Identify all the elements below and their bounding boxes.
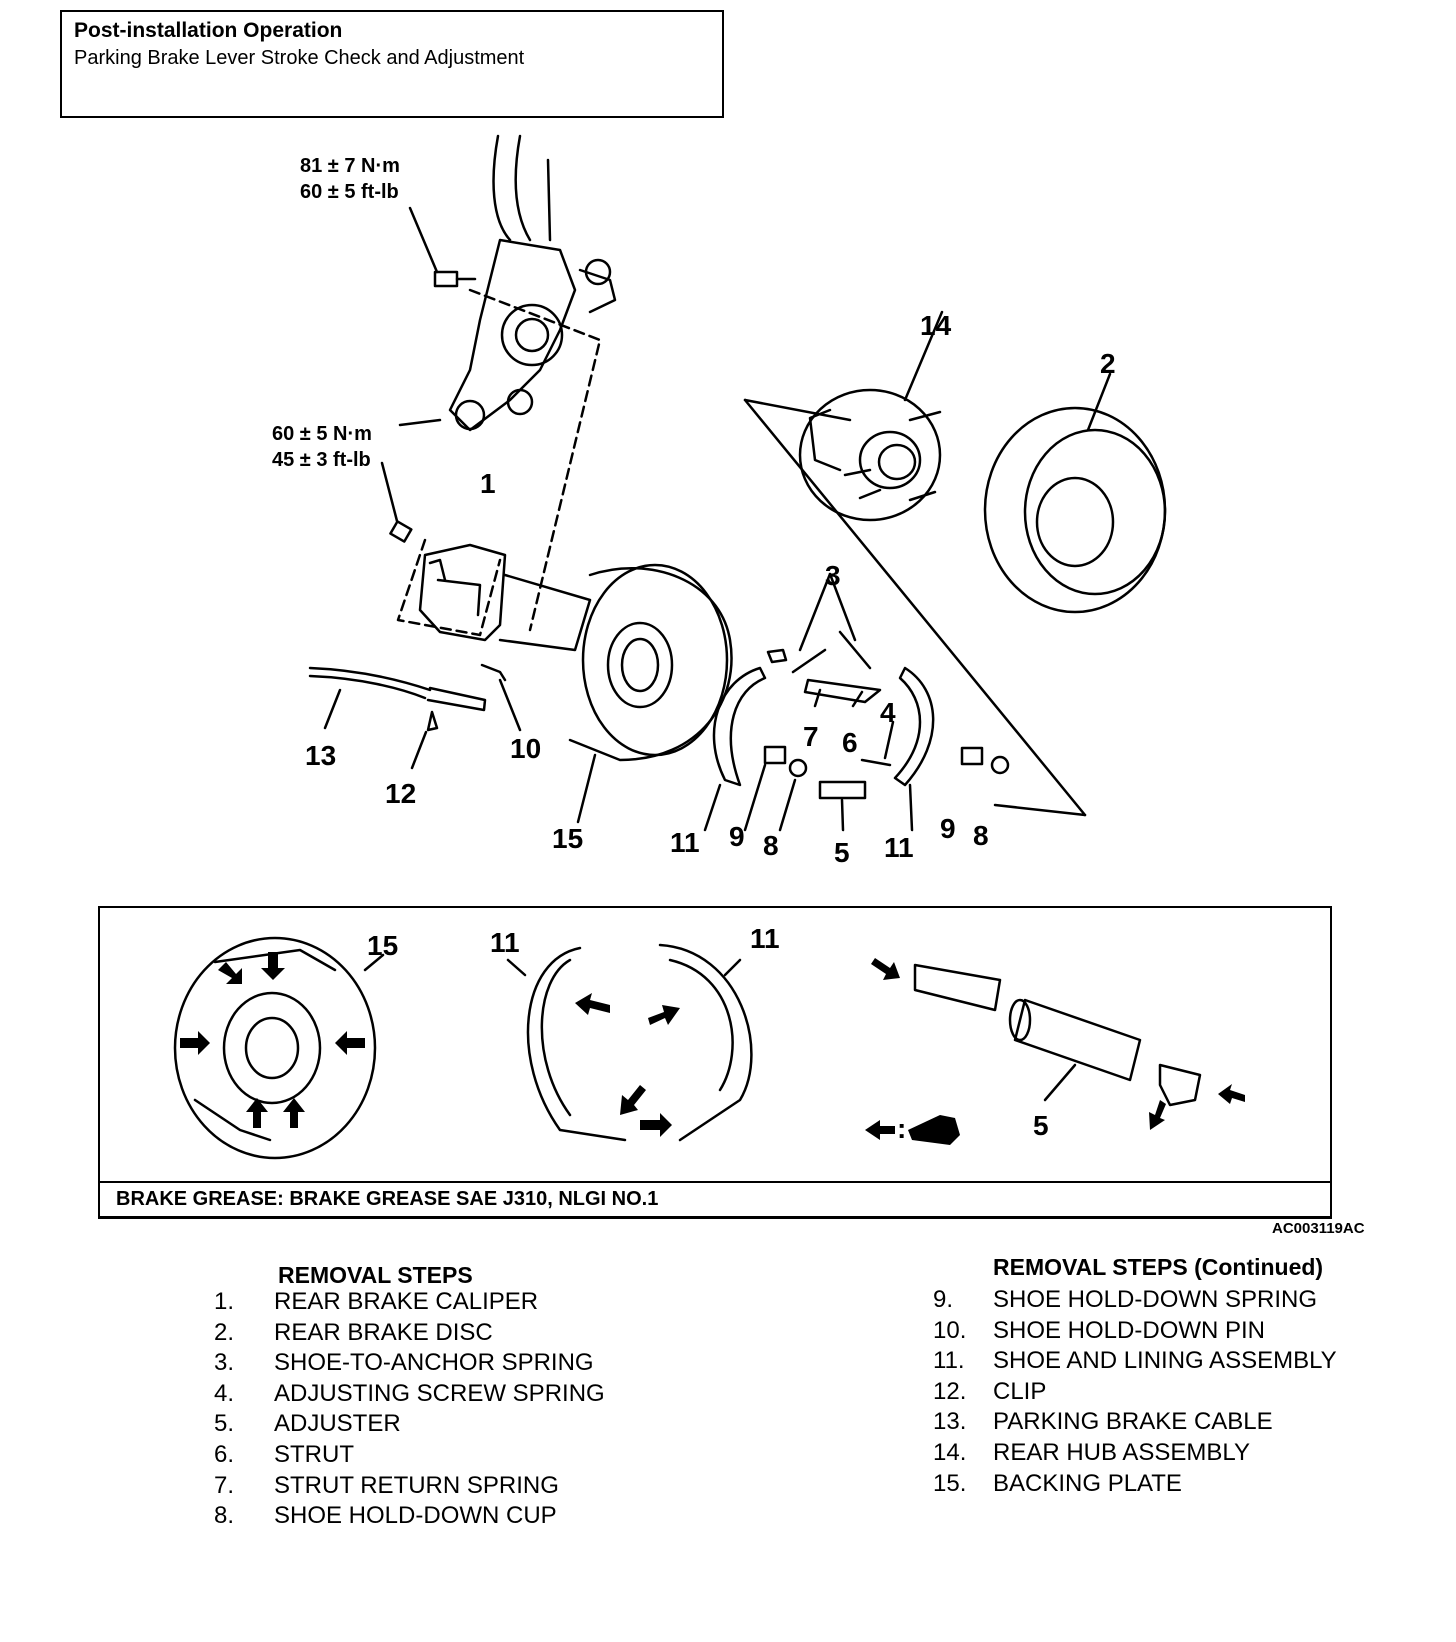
header-title: Post-installation Operation: [74, 19, 343, 42]
removal-steps-list-left: 1.REAR BRAKE CALIPER 2.REAR BRAKE DISC 3…: [214, 1288, 605, 1533]
brake-disc-drawing: [983, 406, 1167, 614]
shoe-right-drawing: [893, 666, 935, 787]
grease-spec-bar: [98, 1181, 1332, 1219]
clip-drawing: [426, 710, 439, 732]
removal-step: 10.SHOE HOLD-DOWN PIN: [933, 1316, 1266, 1344]
removal-step: 11.SHOE AND LINING ASSEMBLY: [933, 1347, 1337, 1375]
removal-step: 14.REAR HUB ASSEMBLY: [933, 1438, 1250, 1466]
grease-backing-plate-drawing: [173, 936, 377, 1160]
removal-step: 15.BACKING PLATE: [933, 1469, 1182, 1497]
callout-10: 10: [510, 733, 541, 764]
grease-adjuster-drawing: [913, 963, 1202, 1107]
grease-callout-5: 5: [1033, 1110, 1049, 1141]
grease-callout-15: 15: [367, 930, 398, 961]
callout-12: 12: [385, 778, 416, 809]
torque-upper-nm: 81 ± 7 N·m: [300, 155, 400, 177]
removal-step: 7.STRUT RETURN SPRING: [214, 1471, 559, 1499]
removal-steps-heading: REMOVAL STEPS: [278, 1262, 473, 1288]
hold-down-cup-drawing: [788, 758, 808, 778]
grease-shoe-right-drawing: [658, 943, 753, 1142]
removal-step: 6.STRUT: [214, 1440, 354, 1468]
callout-9a: 9: [729, 821, 745, 852]
torque-upper-ftlb: 60 ± 5 ft-lb: [300, 181, 399, 203]
legend-grease-tube-icon: [908, 1115, 960, 1145]
torque-lower-nm: 60 ± 5 N·m: [272, 423, 372, 445]
hold-down-spring-drawing: [763, 745, 787, 765]
backing-plate-drawing: [568, 563, 733, 762]
removal-step: 13.PARKING BRAKE CABLE: [933, 1408, 1273, 1436]
callout-5: 5: [834, 837, 850, 868]
hold-down-pin-drawing: [480, 663, 507, 682]
removal-step: 8.SHOE HOLD-DOWN CUP: [214, 1502, 557, 1530]
removal-step: 3.SHOE-TO-ANCHOR SPRING: [214, 1349, 594, 1377]
callout-14: 14: [920, 310, 952, 341]
removal-step: 1.REAR BRAKE CALIPER: [214, 1288, 539, 1315]
callout-2: 2: [1100, 348, 1116, 379]
torque-lower-ftlb: 45 ± 3 ft-lb: [272, 449, 371, 471]
callout-4: 4: [880, 697, 896, 728]
callout-11a: 11: [670, 827, 700, 858]
callout-7: 7: [803, 721, 819, 752]
header-subtitle: Parking Brake Lever Stroke Check and Adj…: [74, 47, 525, 69]
callout-9b: 9: [940, 813, 956, 844]
removal-steps-list-right: 9.SHOE HOLD-DOWN SPRING 10.SHOE HOLD-DOW…: [933, 1286, 1337, 1500]
callout-8a: 8: [763, 830, 779, 861]
removal-step: 5.ADJUSTER: [214, 1410, 401, 1438]
parking-brake-cable-drawing: [308, 666, 487, 712]
adjuster-drawing: [818, 780, 867, 800]
removal-step: 12.CLIP: [933, 1377, 1047, 1405]
callout-11b: 11: [884, 832, 914, 863]
callout-13: 13: [305, 740, 336, 771]
grease-callout-11a: 11: [490, 927, 520, 958]
knuckle-bolt-lower-drawing: [389, 520, 413, 543]
callout-6: 6: [842, 727, 858, 758]
brake-caliper-drawing: [418, 543, 507, 642]
grease-arrows: [180, 952, 1245, 1145]
callout-3: 3: [825, 560, 841, 591]
grease-spec-text: BRAKE GREASE: BRAKE GREASE SAE J310, NLG…: [116, 1188, 659, 1210]
legend-colon: :: [897, 1113, 906, 1144]
callout-8b: 8: [973, 820, 989, 851]
legend-arrow-icon: [865, 1120, 895, 1140]
header-box: [60, 10, 724, 118]
removal-steps-heading-continued: REMOVAL STEPS (Continued): [993, 1254, 1324, 1280]
rear-hub-drawing: [798, 388, 942, 522]
knuckle-bolt-upper-drawing: [433, 270, 477, 288]
callout-15: 15: [552, 823, 583, 854]
removal-step: 2.REAR BRAKE DISC: [214, 1318, 493, 1346]
shoe-spring-drawing: [791, 648, 827, 674]
strut-drawing: [803, 678, 882, 704]
steering-knuckle-drawing: [398, 134, 617, 432]
adjusting-spring-drawing: [860, 758, 892, 767]
removal-step: 9.SHOE HOLD-DOWN SPRING: [933, 1286, 1318, 1313]
grease-shoe-left-drawing: [526, 946, 627, 1142]
figure-code: AC003119AC: [1272, 1220, 1365, 1237]
shoe-left-drawing: [712, 666, 767, 787]
callout-1: 1: [480, 468, 496, 499]
grease-callout-11b: 11: [750, 923, 780, 954]
removal-step: 4.ADJUSTING SCREW SPRING: [214, 1379, 605, 1407]
